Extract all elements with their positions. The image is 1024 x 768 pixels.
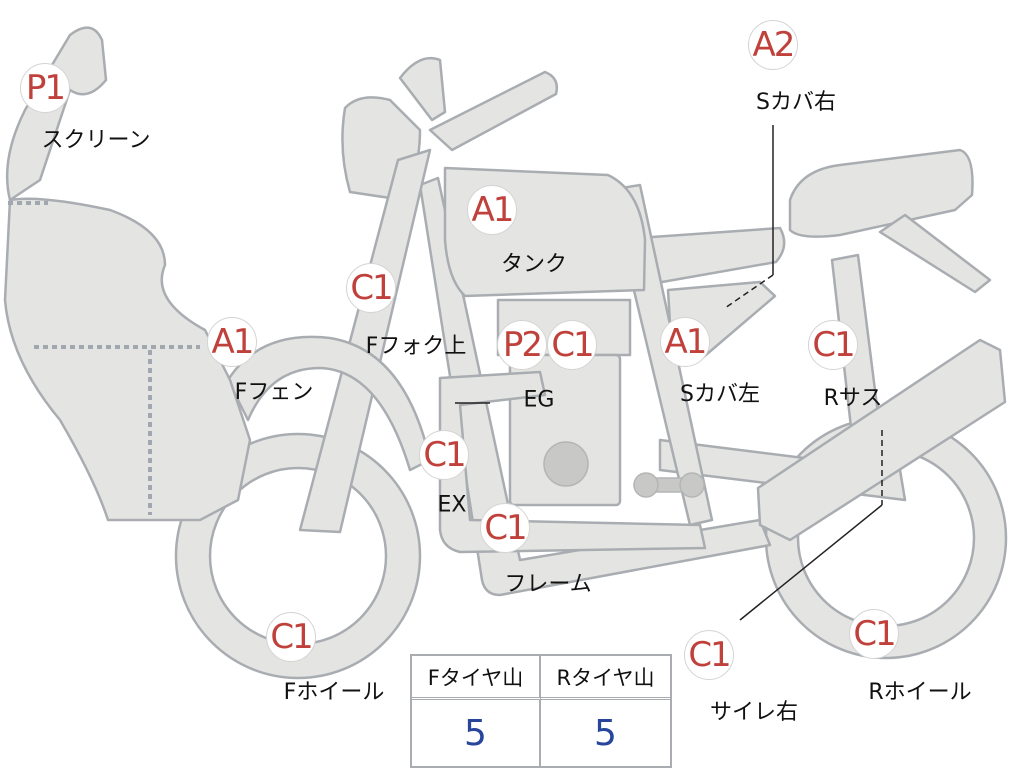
engine-grade-badge-2[interactable]: C1 <box>547 320 597 370</box>
fork-upper-label: Fフォク上 <box>365 334 467 359</box>
screen-grade-badge[interactable]: P1 <box>20 63 70 113</box>
screen-label: スクリーン <box>41 128 151 153</box>
fairing-shape <box>3 197 252 522</box>
exhaust-pipe-shape <box>438 370 707 554</box>
side-cover-right-grade-badge[interactable]: A2 <box>748 20 798 70</box>
front-wheel-grade-badge[interactable]: C1 <box>266 612 316 662</box>
tank-label: タンク <box>500 252 568 277</box>
rear-tire-tread-value: 5 <box>594 712 617 754</box>
frame-grade-badge[interactable]: C1 <box>480 503 530 553</box>
rear-suspension-label: Rサス <box>823 386 883 411</box>
screen-shape <box>5 26 108 202</box>
side-cover-left-grade-badge[interactable]: A1 <box>660 317 710 367</box>
exhaust-label: EX <box>437 492 467 518</box>
engine-label: EG <box>523 387 555 413</box>
muffler-right-label: サイレ右 <box>709 700 799 725</box>
leader-muffler <box>739 504 883 621</box>
side-cover-left-label: Sカバ左 <box>680 382 760 407</box>
front-fender-label: Fフェン <box>234 380 314 405</box>
front-tire-tread-value: 5 <box>412 700 541 766</box>
front-wheel-label: Fホイール <box>283 680 385 705</box>
tail-cowl-shape <box>788 148 974 238</box>
fork-shape <box>298 148 432 534</box>
rear-wheel-label: Rホイール <box>868 680 972 705</box>
mirror-shape <box>398 56 447 122</box>
front-fender-grade-badge[interactable]: A1 <box>207 317 257 367</box>
rear-suspension-grade-badge[interactable]: C1 <box>808 320 858 370</box>
engine-grade-badge-1[interactable]: P2 <box>497 320 547 370</box>
side-cover-right-label: Sカバ右 <box>756 90 836 115</box>
exhaust-grade-badge[interactable]: C1 <box>419 430 469 480</box>
rear-tire-tread-header: Rタイヤ山 <box>541 656 670 700</box>
fork-upper-grade-badge[interactable]: C1 <box>346 263 396 313</box>
tail-fin-shape <box>878 213 992 294</box>
muffler-right-grade-badge[interactable]: C1 <box>684 630 734 680</box>
front-tire-tread-header: Fタイヤ山 <box>412 656 541 700</box>
rear-wheel-grade-badge[interactable]: C1 <box>849 609 899 659</box>
tank-grade-badge[interactable]: A1 <box>467 185 517 235</box>
frame-label: フレーム <box>504 572 592 597</box>
tire-tread-table: Fタイヤ山 Rタイヤ山 5 5 <box>410 654 672 768</box>
handlebar-shape <box>428 70 559 152</box>
